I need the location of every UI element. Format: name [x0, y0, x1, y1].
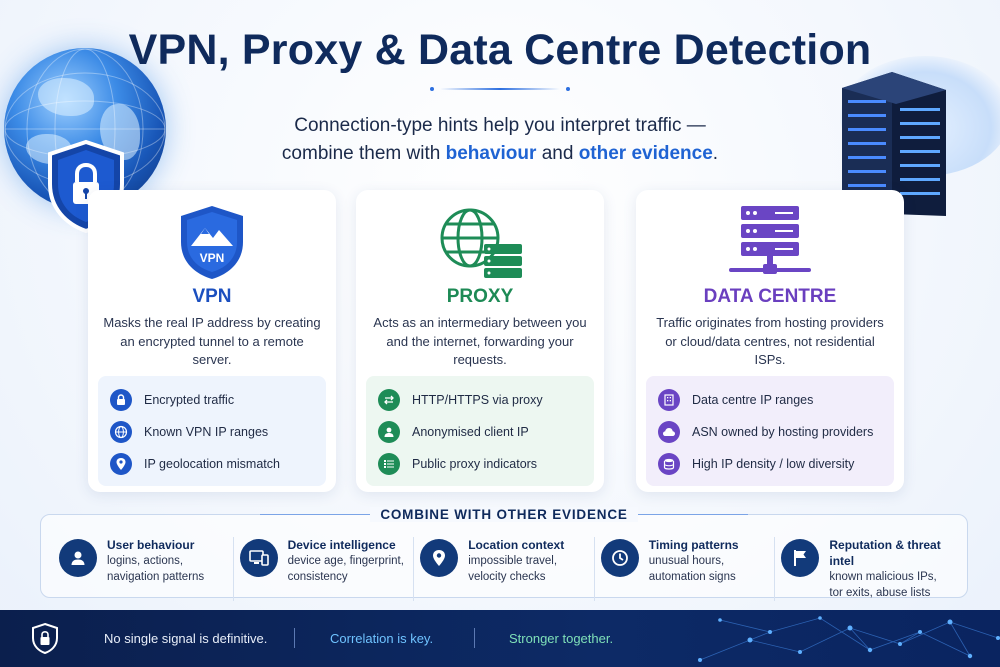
evidence-desc: navigation patterns [107, 571, 205, 583]
footer-banner: No single signal is definitive. Correlat… [0, 610, 1000, 667]
evidence-desc: impossible travel, [468, 555, 558, 567]
flag-icon [781, 539, 820, 577]
swap-arrows-icon [378, 389, 400, 411]
vpn-card-title: VPN [192, 286, 232, 307]
vpn-card: VPN VPN Masks the real IP address by cre… [88, 190, 336, 492]
list-item: Known VPN IP ranges [110, 416, 314, 448]
database-icon [658, 453, 680, 475]
evidence-desc: logins, actions, [107, 555, 184, 567]
combine-evidence-panel: COMBINE WITH OTHER EVIDENCE User behavio… [40, 507, 968, 601]
evidence-timing-patterns: Timing patterns unusual hours, automatio… [595, 537, 776, 601]
data-centre-card: DATA CENTRE Traffic originates from host… [636, 190, 904, 492]
evidence-desc: automation signs [648, 571, 736, 583]
list-item: Anonymised client IP [378, 416, 582, 448]
footer-divider [474, 628, 475, 648]
evidence-desc: device age, fingerprint, [287, 555, 404, 567]
list-item: Encrypted traffic [110, 384, 314, 416]
subtitle-and: and [541, 143, 574, 164]
title-divider [390, 86, 610, 92]
evidence-title: Device intelligence [287, 538, 396, 552]
location-pin-icon [420, 539, 459, 577]
proxy-card: PROXY Acts as an intermediary between yo… [356, 190, 604, 492]
proxy-feature-list: HTTP/HTTPS via proxy Anonymised client I… [366, 376, 594, 486]
user-icon [378, 421, 400, 443]
page-title: VPN, Proxy & Data Centre Detection [128, 26, 872, 74]
list-item: HTTP/HTTPS via proxy [378, 384, 582, 416]
footer-divider [294, 628, 295, 648]
feature-label: Known VPN IP ranges [144, 425, 269, 439]
data-centre-feature-list: Data centre IP ranges ASN owned by hosti… [646, 376, 894, 486]
evidence-title: Reputation & threat intel [829, 538, 941, 568]
list-item: High IP density / low diversity [658, 448, 882, 480]
vpn-card-description: Masks the real IP address by creating an… [103, 315, 321, 367]
evidence-device-intelligence: Device intelligence device age, fingerpr… [234, 537, 415, 601]
subtitle-end: . [712, 143, 719, 164]
subtitle-highlight-evidence: other evidence [578, 143, 713, 164]
building-icon [658, 389, 680, 411]
subtitle-line1: Connection-type hints help you interpret… [294, 115, 706, 136]
vpn-badge-text: VPN [200, 251, 225, 265]
data-centre-card-title: DATA CENTRE [703, 286, 837, 307]
feature-label: Encrypted traffic [144, 393, 235, 407]
user-icon [59, 539, 97, 577]
evidence-desc: consistency [287, 571, 348, 583]
list-item: IP geolocation mismatch [110, 448, 314, 480]
evidence-user-behaviour: User behaviour logins, actions, navigati… [53, 537, 234, 601]
server-rack-illustration [822, 64, 962, 224]
evidence-location-context: Location context impossible travel, velo… [414, 537, 595, 601]
list-item: Public proxy indicators [378, 448, 582, 480]
network-lines-decoration [698, 616, 1000, 662]
location-pin-icon [110, 453, 132, 475]
proxy-card-description: Acts as an intermediary between you and … [373, 315, 587, 367]
evidence-desc: unusual hours, [648, 555, 725, 567]
proxy-card-title: PROXY [446, 286, 514, 307]
evidence-title: User behaviour [107, 538, 195, 552]
feature-label: Anonymised client IP [412, 425, 529, 439]
list-item: ASN owned by hosting providers [658, 416, 882, 448]
evidence-desc: known malicious IPs, [829, 571, 937, 583]
list-item: Data centre IP ranges [658, 384, 882, 416]
subtitle-highlight-behaviour: behaviour [445, 143, 537, 164]
cloud-icon [658, 421, 680, 443]
combine-evidence-title: COMBINE WITH OTHER EVIDENCE [370, 507, 638, 522]
evidence-desc: velocity checks [468, 571, 546, 583]
feature-label: High IP density / low diversity [692, 457, 855, 471]
combine-evidence-heading: COMBINE WITH OTHER EVIDENCE [41, 507, 967, 522]
server-stack-icon [636, 204, 904, 280]
page-subtitle: Connection-type hints help you interpret… [220, 112, 780, 168]
evidence-title: Location context [468, 538, 565, 552]
lock-icon [110, 389, 132, 411]
feature-label: IP geolocation mismatch [144, 457, 280, 471]
evidence-title: Timing patterns [648, 538, 739, 552]
subtitle-line2-start: combine them with [281, 143, 441, 164]
feature-label: HTTP/HTTPS via proxy [412, 393, 543, 407]
footer-message-together: Stronger together. [509, 631, 614, 646]
list-icon [378, 453, 400, 475]
devices-icon [239, 539, 278, 577]
globe-icon [110, 421, 132, 443]
vpn-feature-list: Encrypted traffic Known VPN IP ranges IP… [98, 376, 326, 486]
shield-icon [30, 622, 60, 657]
feature-label: Public proxy indicators [412, 457, 538, 471]
feature-label: ASN owned by hosting providers [692, 425, 874, 439]
feature-label: Data centre IP ranges [692, 393, 814, 407]
evidence-row: User behaviour logins, actions, navigati… [53, 537, 955, 601]
footer-message-correlation: Correlation is key. [330, 631, 434, 646]
data-centre-card-description: Traffic originates from hosting provider… [656, 315, 884, 367]
evidence-reputation-threat-intel: Reputation & threat intel known maliciou… [775, 537, 955, 601]
evidence-desc: tor exits, abuse lists [829, 587, 931, 599]
footer-message-definitive: No single signal is definitive. [104, 631, 268, 646]
vpn-shield-icon: VPN [88, 204, 336, 280]
clock-icon [600, 539, 639, 577]
proxy-globe-server-icon [356, 204, 604, 280]
